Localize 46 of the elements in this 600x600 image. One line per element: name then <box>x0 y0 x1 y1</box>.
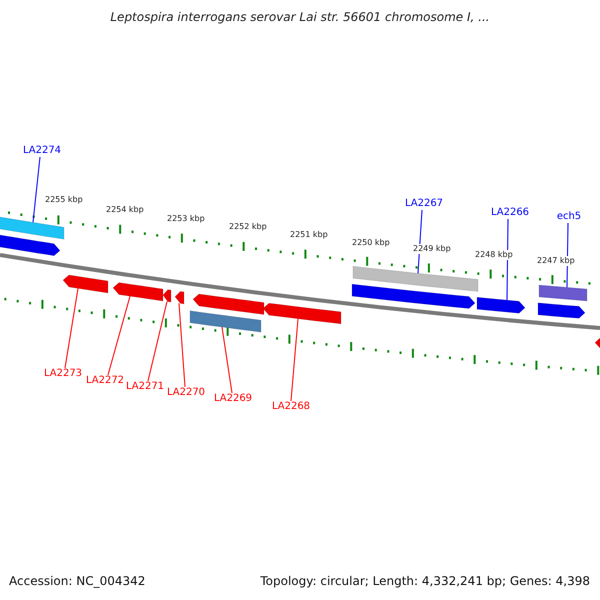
gene-feature <box>352 284 476 309</box>
leader-line <box>566 222 568 288</box>
feature-bar <box>538 284 588 302</box>
tick-label: 2250 kbp <box>351 238 391 248</box>
gene-feature <box>174 291 184 304</box>
gene-feature <box>476 296 526 314</box>
gene-feature <box>162 289 172 302</box>
tick-label: 2247 kbp <box>536 256 576 266</box>
gene-feature <box>262 302 342 324</box>
leader-line <box>178 302 186 388</box>
gene-feature <box>192 294 264 315</box>
gene-label: LA2270 <box>166 387 206 399</box>
tick-label: 2248 kbp <box>474 250 514 260</box>
gene-label: LA2271 <box>126 381 164 393</box>
tick-label: 2254 kbp <box>105 205 145 215</box>
gene-label: ech5 <box>556 211 582 223</box>
gene-label: LA2273 <box>44 368 82 380</box>
gene-label: LA2267 <box>404 198 444 210</box>
gene-feature <box>62 274 108 294</box>
topology-text: Topology: circular; Length: 4,332,241 bp; Genes: 4,398 <box>260 574 590 588</box>
feature-bar <box>352 266 478 292</box>
leader-line <box>64 288 78 368</box>
tick-label: 2255 kbp <box>44 195 84 205</box>
gene-label: LA2266 <box>490 207 530 219</box>
gene-feature <box>0 232 60 256</box>
tick-label: 2251 kbp <box>289 230 329 240</box>
gene-label: LA2269 <box>214 393 252 405</box>
gene-feature <box>538 302 586 319</box>
gene-label: LA2272 <box>86 375 124 387</box>
gene-label: LA2268 <box>272 401 310 413</box>
leader-line <box>290 318 298 402</box>
gene-label: LA2274 <box>22 145 62 157</box>
leader-line <box>222 326 232 394</box>
leader-line <box>32 156 40 223</box>
tick-label: 2249 kbp <box>412 244 452 254</box>
leader-line <box>148 301 168 382</box>
leader-line <box>418 210 422 274</box>
tick-label: 2252 kbp <box>228 222 268 232</box>
leader-line <box>108 296 130 376</box>
accession-text: Accession: NC_004342 <box>9 574 146 588</box>
gene-feature <box>112 282 164 302</box>
title: Leptospira interrogans serovar Lai str. 56601 chromosome I, ... <box>109 10 491 24</box>
feature-bar <box>0 214 64 240</box>
tick-label: 2253 kbp <box>166 214 206 224</box>
feature-bar <box>190 310 262 332</box>
leader-line <box>506 218 508 301</box>
